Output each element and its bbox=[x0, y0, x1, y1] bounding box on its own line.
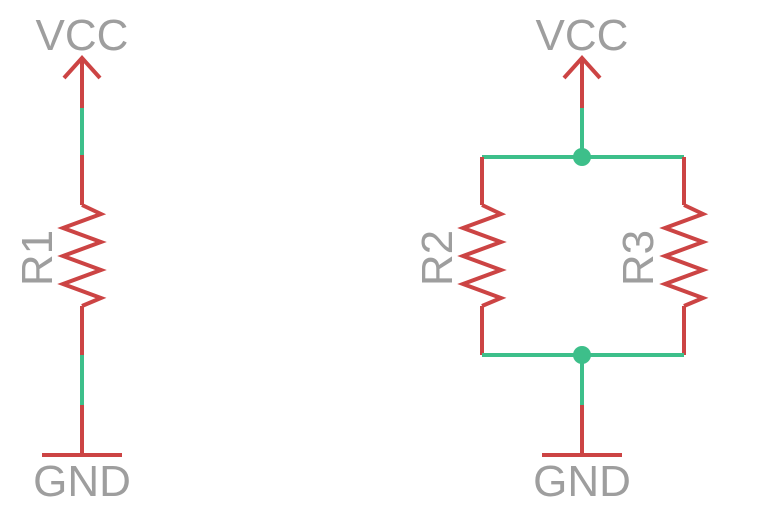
vcc-label-1: VCC bbox=[36, 11, 129, 60]
vcc-label-2: VCC bbox=[536, 11, 629, 60]
circuit-parallel-resistors: VCC R2 R3 bbox=[413, 11, 709, 506]
resistor-label-r1: R1 bbox=[13, 230, 62, 286]
junction-top bbox=[573, 148, 591, 166]
gnd-label-2: GND bbox=[533, 457, 631, 506]
resistor-label-r3: R3 bbox=[614, 230, 663, 286]
vcc-arrow-icon bbox=[62, 55, 102, 108]
resistor-label-r2: R2 bbox=[413, 230, 462, 286]
ground-symbol-icon bbox=[542, 405, 622, 457]
ground-symbol-icon bbox=[42, 405, 122, 457]
circuit-single-resistor: VCC R1 GND bbox=[13, 11, 131, 506]
resistor-r3 bbox=[659, 157, 709, 355]
resistor-r1 bbox=[57, 155, 107, 355]
vcc-arrow-icon bbox=[562, 55, 602, 108]
gnd-label-1: GND bbox=[33, 457, 131, 506]
resistor-r2 bbox=[457, 157, 507, 355]
